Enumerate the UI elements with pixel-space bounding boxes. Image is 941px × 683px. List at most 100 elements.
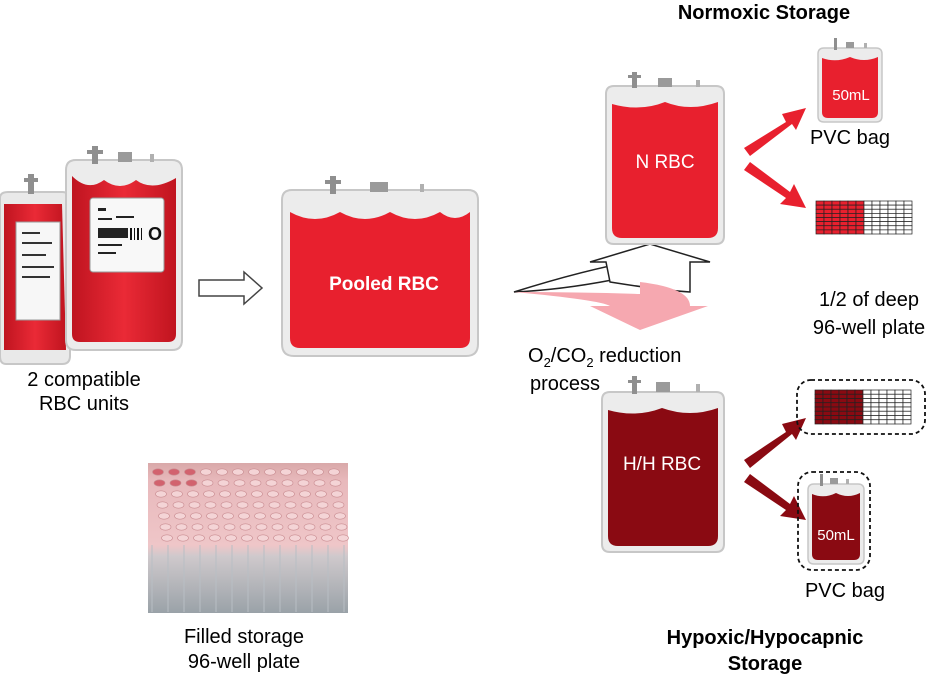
plate-well: [863, 208, 873, 214]
photo-well: [273, 534, 285, 542]
plate-well: [823, 229, 833, 235]
photo-well: [223, 523, 236, 531]
photo-well: [331, 490, 343, 498]
plate-well: [887, 225, 897, 231]
plate-well: [886, 389, 896, 395]
plate-well: [894, 406, 904, 412]
plate-well: [855, 225, 865, 231]
plate-well: [878, 402, 888, 408]
plate-well: [814, 406, 824, 412]
curved-double-arrow-icon: [513, 243, 711, 330]
n-rbc-bag: [605, 72, 725, 245]
photo-well: [270, 512, 282, 520]
hypoxic-storage-title-line2: Storage: [728, 653, 802, 675]
plate-well: [870, 419, 880, 425]
plate-well: [822, 398, 832, 404]
blood-type-o-label-icon: O: [148, 224, 162, 244]
plate-well: [815, 208, 825, 214]
photo-well: [220, 501, 233, 509]
photo-well: [219, 490, 231, 498]
plate-well: [879, 217, 889, 222]
plate-well: [903, 204, 913, 210]
photo-well: [280, 468, 292, 476]
plate-well: [815, 213, 825, 218]
plate-well: [846, 398, 856, 404]
plate-well: [823, 213, 833, 218]
plate-well: [830, 419, 840, 425]
plate-well: [823, 221, 833, 227]
photo-well: [286, 512, 298, 520]
plate-well: [879, 200, 889, 206]
plate-well: [823, 208, 833, 214]
plate-well: [854, 410, 864, 416]
photo-well: [300, 501, 313, 509]
plate-well: [839, 200, 849, 206]
photo-well: [255, 523, 268, 531]
process-label-line2: process: [530, 373, 600, 395]
n-rbc-label: N RBC: [635, 152, 694, 173]
plate-well: [887, 221, 897, 227]
plate-well: [815, 221, 825, 227]
plate-well: [822, 393, 832, 399]
plate-well: [815, 217, 825, 222]
plate-well: [871, 200, 881, 206]
plate-well: [894, 398, 904, 404]
units-caption-line1: 2 compatible: [27, 369, 140, 391]
pvc-bag-volume-hypoxic: 50mL: [817, 527, 855, 544]
plate-well: [894, 419, 904, 425]
plate-well: [822, 402, 832, 408]
plate-well: [831, 208, 841, 214]
photo-well: [268, 501, 281, 509]
photo-well: [225, 534, 237, 542]
plate-well: [830, 410, 840, 416]
plate-well: [870, 402, 880, 408]
plate-well: [887, 204, 897, 210]
plate-well: [822, 419, 832, 425]
hh-rbc-label: H/H RBC: [623, 454, 701, 475]
photo-well: [191, 523, 204, 531]
photo-well: [177, 534, 189, 542]
plate-well: [846, 393, 856, 399]
plate-well: [839, 229, 849, 235]
plate-well: [822, 410, 832, 416]
hypoxic-storage-title-line1: Hypoxic/Hypocapnic: [667, 627, 864, 649]
plate-well: [855, 217, 865, 222]
plate-well: [839, 213, 849, 218]
photo-well: [174, 512, 186, 520]
plate-caption-line2: 96-well plate: [813, 317, 925, 339]
plate-well: [870, 415, 880, 421]
plate-well: [894, 402, 904, 408]
photo-well: [283, 490, 295, 498]
plate-well: [895, 213, 905, 218]
plate-well: [831, 217, 841, 222]
plate-well: [831, 225, 841, 231]
plate-well: [838, 406, 848, 412]
photo-well: [303, 523, 316, 531]
plate-well: [903, 221, 913, 227]
plate-well: [871, 221, 881, 227]
plate-well: [903, 229, 913, 235]
plate-well: [822, 389, 832, 395]
plate-well: [847, 217, 857, 222]
plate-well: [830, 398, 840, 404]
process-label-line1: O2/CO2 reduction: [528, 345, 681, 370]
plate-well: [879, 225, 889, 231]
plate-well: [823, 204, 833, 210]
photo-caption-line2: 96-well plate: [188, 651, 300, 673]
plate-well: [854, 389, 864, 395]
plate-well: [871, 229, 881, 235]
plate-well: [862, 398, 872, 404]
plate-well: [871, 208, 881, 214]
plate-well: [854, 402, 864, 408]
plate-well: [862, 410, 872, 416]
photo-well: [222, 512, 234, 520]
plate-well: [871, 217, 881, 222]
photo-well: [284, 501, 297, 509]
plate-well: [862, 393, 872, 399]
plate-well: [823, 200, 833, 206]
photo-well: [305, 534, 317, 542]
photo-well: [254, 512, 266, 520]
photo-well: [188, 501, 201, 509]
photo-well: [207, 523, 220, 531]
plate-well: [903, 225, 913, 231]
